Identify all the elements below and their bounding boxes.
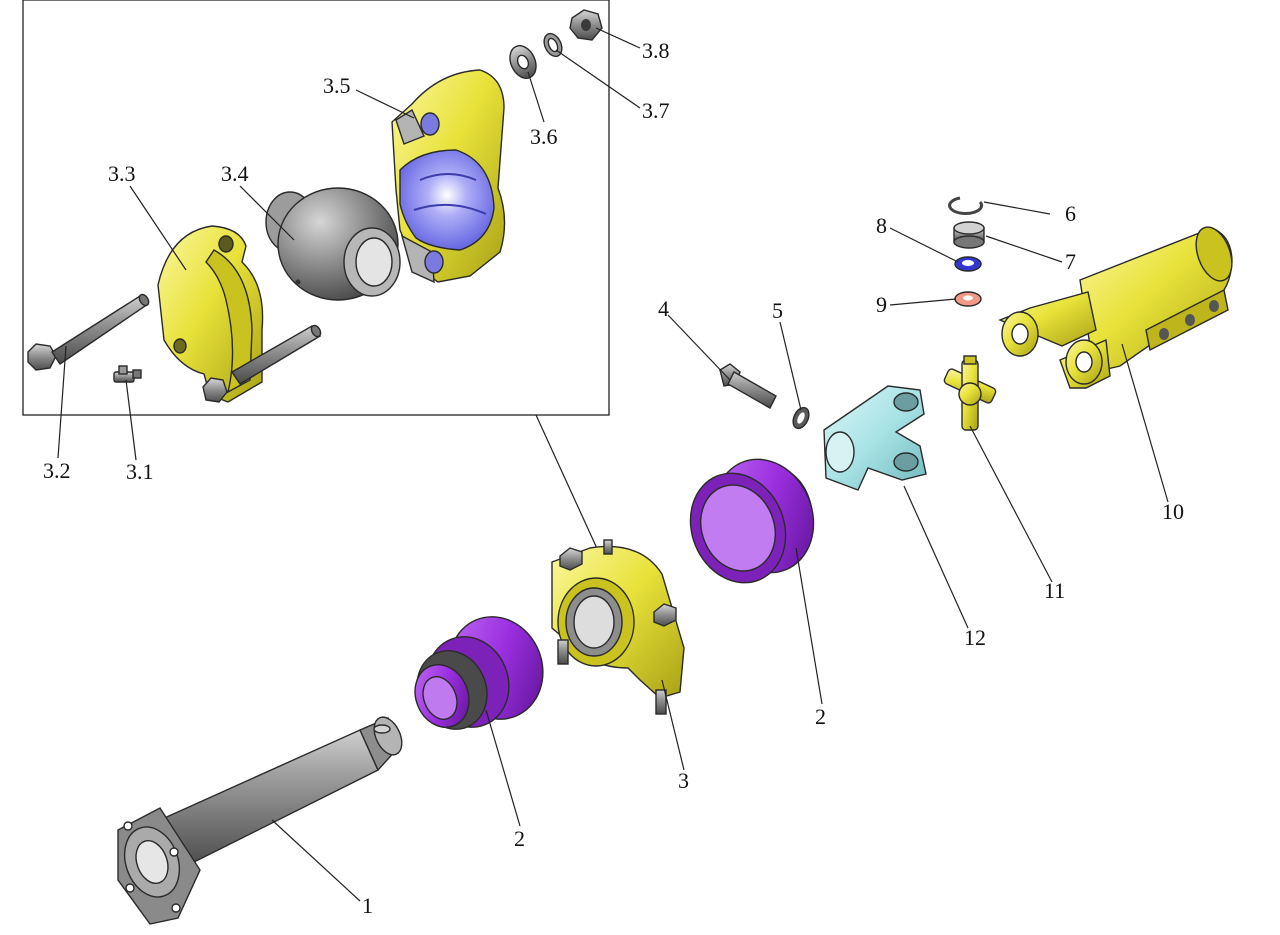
detail-callout-line: [535, 414, 601, 556]
grease-nipple-icon: [113, 365, 142, 383]
label-part-3-3: 3.3: [108, 161, 136, 186]
label-part-3-8: 3.8: [642, 38, 670, 63]
gasket-icon: [954, 291, 982, 307]
label-part-5: 5: [772, 298, 783, 323]
seal-ring-icon: [954, 256, 982, 272]
label-part-3-1: 3.1: [126, 459, 154, 484]
split-bearing-housing-icon: [551, 539, 685, 715]
hex-bolt-icon: [27, 293, 150, 371]
label-part-2-upper: 2: [815, 704, 826, 729]
label-part-1: 1: [362, 893, 373, 918]
label-part-6: 6: [1065, 201, 1076, 226]
label-part-3-6: 3.6: [530, 124, 558, 149]
label-part-3-7: 3.7: [642, 98, 670, 123]
yoke-tube-icon: [998, 226, 1233, 389]
leader-lines: [57, 27, 1169, 902]
label-part-3-2: 3.2: [43, 458, 71, 483]
circlip-icon: [948, 196, 984, 215]
label-part-8: 8: [876, 213, 887, 238]
label-part-2-lower: 2: [514, 826, 525, 851]
fork-yoke-icon: [823, 385, 927, 491]
washer-icon: [509, 45, 537, 79]
label-part-10: 10: [1162, 499, 1184, 524]
detail-view-frame: [22, 0, 610, 416]
label-part-7: 7: [1065, 249, 1076, 274]
label-part-4: 4: [658, 296, 669, 321]
flanged-shaft-icon: [117, 716, 403, 925]
label-part-3-5: 3.5: [323, 73, 351, 98]
hex-nut-icon: [569, 9, 603, 41]
bellows-boot-icon: [414, 616, 544, 730]
label-part-12: 12: [964, 625, 986, 650]
bellows-boot-icon: [689, 458, 815, 584]
label-part-3: 3: [678, 768, 689, 793]
label-part-3-4: 3.4: [221, 161, 249, 186]
label-part-11: 11: [1044, 578, 1065, 603]
bearing-cup-icon: [953, 221, 985, 249]
label-part-9: 9: [876, 292, 887, 317]
hex-bolt-icon: [231, 324, 322, 385]
half-housing-icon: [391, 69, 506, 284]
spring-washer-icon: [792, 406, 810, 430]
ball-bushing-icon: [265, 187, 401, 301]
spring-washer-icon: [543, 32, 563, 58]
universal-joint-cross-icon: [943, 355, 997, 431]
bolt-icon: [719, 363, 777, 409]
half-housing-icon: [157, 225, 264, 403]
